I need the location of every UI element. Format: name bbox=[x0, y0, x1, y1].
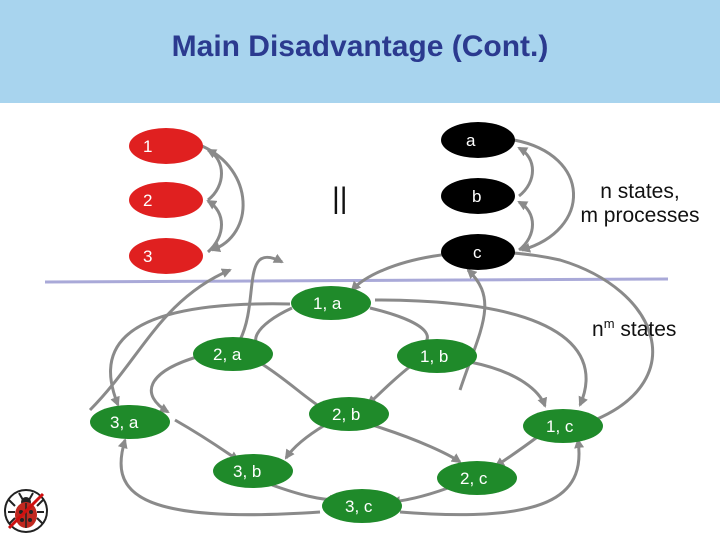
parallel-symbol: || bbox=[332, 182, 348, 215]
annotation-rest: states bbox=[614, 318, 677, 341]
state-label-2: 2 bbox=[143, 191, 152, 210]
edge-2a-to-3a bbox=[149, 354, 201, 414]
product-label-1b: 1, b bbox=[420, 347, 448, 366]
state-label-c: c bbox=[473, 243, 482, 262]
product-node-3c bbox=[322, 489, 402, 523]
state-label-b: b bbox=[472, 187, 481, 206]
product-node-2c bbox=[437, 461, 517, 495]
edge-c-to-b bbox=[517, 200, 534, 252]
edge-2b-to-2c bbox=[371, 423, 462, 464]
edge-3c-to-1c bbox=[399, 438, 585, 517]
product-label-3c: 3, c bbox=[345, 497, 373, 516]
edge-1c-to-1a bbox=[350, 250, 654, 422]
edge-2a-loop bbox=[238, 253, 284, 341]
edge-1b-to-1c bbox=[469, 360, 548, 408]
state-count-annotation: n states, m processes bbox=[565, 180, 715, 228]
product-node-3a bbox=[90, 405, 170, 439]
product-node-1a bbox=[291, 286, 371, 320]
edge-3a-up bbox=[88, 268, 232, 412]
edge-2-to-1 bbox=[206, 148, 223, 202]
edge-1b-to-2b bbox=[366, 363, 413, 406]
bug-icon bbox=[4, 489, 48, 533]
title-banner bbox=[0, 0, 720, 103]
state-node-a bbox=[441, 122, 515, 158]
product-label-2b: 2, b bbox=[332, 405, 360, 424]
product-node-3b bbox=[213, 454, 293, 488]
product-label-3b: 3, b bbox=[233, 462, 261, 481]
edge-a-to-c bbox=[513, 138, 575, 253]
edge-1a-to-1c bbox=[374, 298, 588, 407]
edge-2b-up bbox=[458, 268, 487, 391]
edge-b-to-a bbox=[517, 146, 534, 198]
annotation-exponent: m bbox=[603, 316, 615, 331]
product-label-1a: 1, a bbox=[313, 294, 342, 313]
separator-line bbox=[44, 277, 669, 284]
state-label-1: 1 bbox=[143, 137, 152, 156]
state-node-2 bbox=[129, 182, 203, 218]
process1-nodes: 1 2 3 bbox=[129, 128, 203, 274]
annotation-line-2: m processes bbox=[580, 204, 700, 227]
state-node-1 bbox=[129, 128, 203, 164]
product-node-2b bbox=[309, 397, 389, 431]
product-count-annotation: nm states bbox=[592, 312, 676, 342]
state-label-a: a bbox=[466, 131, 476, 150]
edge-1-to-3 bbox=[201, 144, 245, 253]
product-node-1b bbox=[397, 339, 477, 373]
edge-2b-to-3b bbox=[284, 423, 326, 460]
edge-3-to-2 bbox=[206, 199, 223, 254]
annotation-line-1: n states, bbox=[600, 180, 680, 203]
process2-nodes: a b c bbox=[441, 122, 515, 270]
product-node-1c bbox=[523, 409, 603, 443]
product-label-2c: 2, c bbox=[460, 469, 488, 488]
edge-3a-to-3b bbox=[174, 418, 240, 462]
edge-3c-to-3a bbox=[117, 438, 321, 517]
product-nodes: 1, a 2, a 1, b 3, a 2, b 1, c 3, b 2, c … bbox=[90, 286, 603, 523]
product-label-3a: 3, a bbox=[110, 413, 139, 432]
product-label-1c: 1, c bbox=[546, 417, 574, 436]
annotation-base: n bbox=[592, 318, 604, 341]
product-label-2a: 2, a bbox=[213, 345, 242, 364]
edge-1c-to-2c bbox=[494, 433, 541, 468]
edge-2a-to-2b bbox=[261, 362, 327, 412]
state-node-b bbox=[441, 178, 515, 214]
state-node-3 bbox=[129, 238, 203, 274]
slide-title: Main Disadvantage (Cont.) bbox=[171, 30, 549, 63]
state-node-c bbox=[441, 234, 515, 270]
state-label-3: 3 bbox=[143, 247, 152, 266]
product-node-2a bbox=[193, 337, 273, 371]
